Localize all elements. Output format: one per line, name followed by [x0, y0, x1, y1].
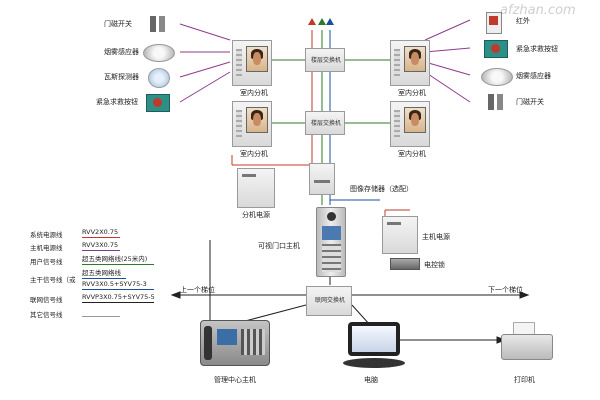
gas-detector-icon: [148, 68, 170, 88]
left-device-label-4: 紧急求救按钮: [96, 98, 138, 106]
legend-name-3: 用户信号线: [30, 258, 63, 266]
smoke-detector-icon: [143, 44, 175, 62]
indoor-unit-bottom-right: [390, 101, 430, 147]
computer: [343, 322, 405, 368]
network-switch: 联网交换机: [306, 286, 352, 316]
host-power-supply: [382, 216, 418, 254]
right-device-label-2: 紧急求救按钮: [516, 45, 558, 53]
infrared-icon: [486, 12, 502, 34]
floor-switch-bottom: 楼层交换机: [305, 111, 345, 135]
door-station-label: 可视门口主机: [258, 242, 300, 250]
door-contact-icon: [150, 16, 168, 32]
legend-line-5: [82, 302, 154, 303]
computer-label: 电脑: [364, 376, 378, 384]
watermark: afzhan.com: [500, 3, 576, 18]
top-arrows: [308, 18, 334, 25]
legend-spec-1: RVV2X0.75: [82, 228, 119, 236]
printer: [497, 322, 555, 366]
door-contact-icon-right: [488, 94, 506, 110]
indoor-unit-label-4: 室内分机: [398, 150, 426, 158]
prev-floor-label: 上一个梯位: [180, 286, 215, 294]
next-floor-label: 下一个梯位: [488, 286, 523, 294]
smoke-detector-icon-right: [481, 68, 513, 86]
legend-line-3: [82, 264, 154, 265]
indoor-unit-top-right: [390, 40, 430, 86]
right-device-label-3: 烟雾感应器: [516, 72, 551, 80]
indoor-unit-label-1: 室内分机: [240, 89, 268, 97]
host-power-label: 主机电源: [422, 233, 450, 241]
indoor-unit-bottom-left: [232, 101, 272, 147]
legend-spec-3: 超五类网络线(25米内): [82, 255, 148, 263]
legend-name-5: 联网信号线: [30, 296, 63, 304]
legend-line-4a: [82, 278, 126, 279]
right-device-label-1: 红外: [516, 17, 530, 25]
legend-name-4: 主干信号线（或: [30, 276, 76, 284]
electric-lock-label: 电控锁: [424, 261, 445, 269]
legend-name-2: 主机电源线: [30, 244, 63, 252]
printer-label: 打印机: [514, 376, 535, 384]
extension-power-supply: [237, 168, 275, 208]
network-switch-label: 联网交换机: [314, 297, 345, 304]
left-device-label-2: 烟雾感应器: [104, 48, 139, 56]
legend-line-4b: [82, 289, 154, 290]
legend-line-6: [82, 316, 120, 317]
indoor-unit-top-left: [232, 40, 272, 86]
legend-spec-4b: RVV3X0.5+SYV75-3: [82, 280, 147, 288]
extension-power-label: 分机电源: [242, 211, 270, 219]
image-storage-device: [309, 163, 335, 195]
image-storage-label: 图像存储器（选配）: [350, 185, 413, 193]
door-station: [316, 207, 346, 277]
legend-spec-2: RVV3X0.75: [82, 241, 119, 249]
right-sensor-wires: [424, 19, 471, 103]
floor-switch-top: 楼层交换机: [305, 48, 345, 72]
management-center-label: 管理中心主机: [214, 376, 256, 384]
floor-switch-bottom-label: 楼层交换机: [310, 120, 341, 127]
left-device-label-1: 门磁开关: [104, 20, 132, 28]
legend-line-2: [82, 250, 120, 251]
legend-name-1: 系统电源线: [30, 231, 63, 239]
management-center-unit: [200, 320, 270, 366]
legend-spec-5: RVVP3X0.75+SYV75-5: [82, 293, 155, 301]
indoor-unit-label-2: 室内分机: [398, 89, 426, 97]
emergency-button-icon-right: [484, 40, 508, 58]
left-sensor-wires: [179, 23, 231, 103]
electric-lock: [390, 258, 420, 270]
emergency-button-icon: [146, 94, 170, 112]
right-device-label-4: 门磁开关: [516, 98, 544, 106]
left-device-label-3: 瓦斯探测器: [104, 73, 139, 81]
legend-spec-4: 超五类网络线: [82, 269, 121, 277]
indoor-unit-label-3: 室内分机: [240, 150, 268, 158]
legend-name-6: 其它信号线: [30, 311, 63, 319]
legend-line-1: [82, 237, 120, 238]
floor-switch-top-label: 楼层交换机: [310, 57, 341, 64]
